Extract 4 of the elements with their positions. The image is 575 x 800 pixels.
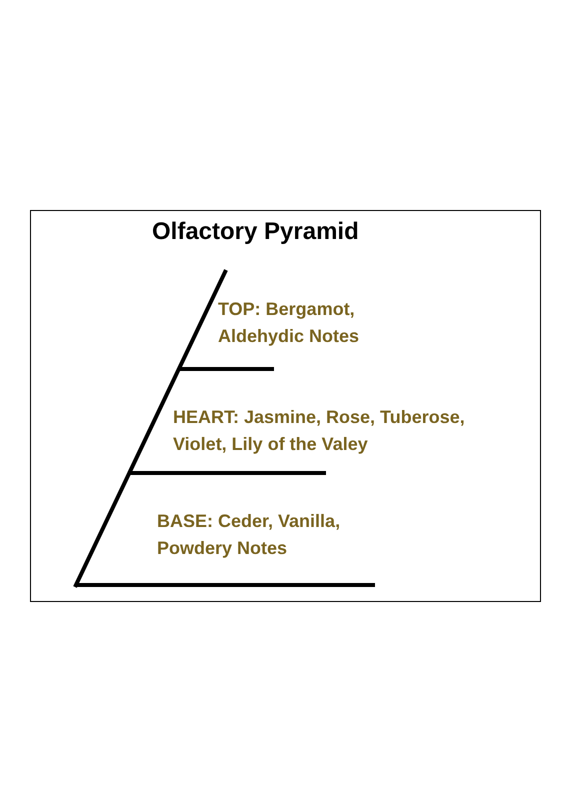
tier-label: HEART: Jasmine, Rose, Tuberose, Violet, Lily of the Valey — [173, 406, 466, 456]
tier-label: TOP: Bergamot, Aldehydic Notes — [218, 298, 360, 348]
tier-label: BASE: Ceder, Vanilla, Powdery Notes — [157, 510, 342, 560]
title: Olfactory Pyramid — [152, 218, 359, 246]
